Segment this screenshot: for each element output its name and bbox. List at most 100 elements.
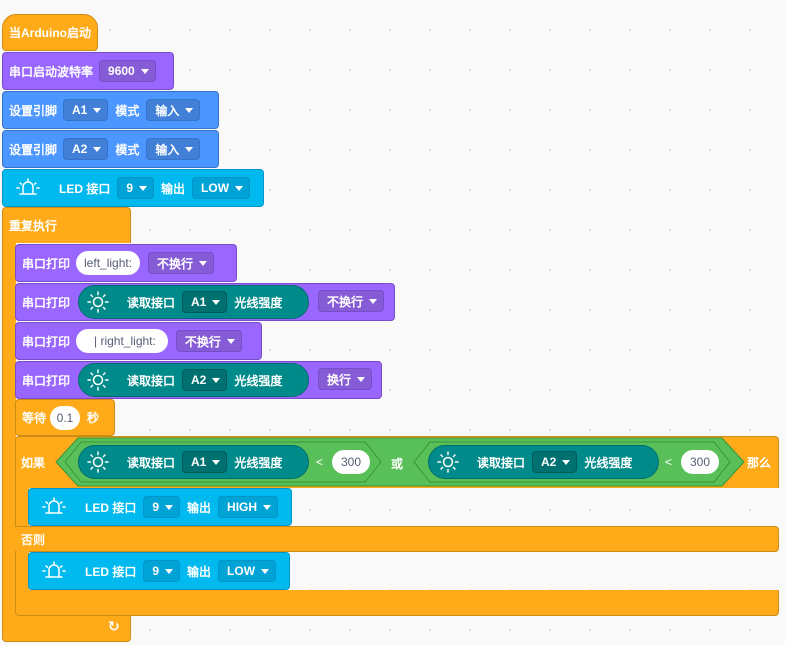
read-pin-label: 读取接口 bbox=[127, 295, 176, 310]
led-lamp-icon bbox=[15, 177, 41, 199]
wait-seconds-input[interactable]: 0.1 bbox=[50, 405, 81, 430]
led-output-block[interactable]: LED 接口 9 输出 LOW bbox=[2, 169, 264, 207]
newline-dropdown[interactable]: 不换行 bbox=[318, 290, 385, 312]
when-arduino-starts-hat[interactable]: 当Arduino启动 bbox=[2, 14, 98, 51]
or-label: 或 bbox=[391, 457, 404, 471]
mode-label: 模式 bbox=[115, 103, 140, 118]
pin-dropdown[interactable]: A2 bbox=[63, 138, 109, 160]
mode-label: 模式 bbox=[115, 142, 140, 157]
chevron-down-icon bbox=[226, 338, 235, 344]
light-sensor-reporter[interactable]: 读取接口 A2 光线强度 bbox=[78, 363, 309, 397]
serial-print-block[interactable]: 串口打印 | right_light: 不换行 bbox=[15, 322, 262, 360]
chevron-down-icon bbox=[185, 146, 194, 152]
light-intensity-label: 光线强度 bbox=[584, 455, 633, 470]
chevron-down-icon bbox=[165, 504, 174, 510]
mode-dropdown[interactable]: 输入 bbox=[146, 138, 201, 160]
threshold-input[interactable]: 300 bbox=[681, 450, 719, 474]
chevron-down-icon bbox=[139, 185, 148, 191]
set-pin-label: 设置引脚 bbox=[9, 103, 58, 118]
sensor-pin-dropdown[interactable]: A1 bbox=[182, 451, 228, 473]
sun-icon bbox=[85, 291, 111, 313]
else-divider bbox=[15, 526, 779, 552]
light-intensity-label: 光线强度 bbox=[234, 373, 283, 388]
chevron-down-icon bbox=[93, 146, 102, 152]
chevron-down-icon bbox=[261, 568, 270, 574]
forever-loop-arm bbox=[2, 242, 16, 614]
print-text-input[interactable]: | right_light: bbox=[76, 329, 168, 353]
led-label: LED 接口 bbox=[85, 500, 137, 515]
output-label: 输出 bbox=[161, 181, 186, 196]
led-output-block[interactable]: LED 接口 9 输出 HIGH bbox=[28, 488, 292, 526]
threshold-input[interactable]: 300 bbox=[332, 450, 370, 474]
newline-dropdown[interactable]: 不换行 bbox=[175, 330, 242, 352]
wait-block[interactable]: 等待 0.1 秒 bbox=[15, 399, 115, 436]
led-pin-dropdown[interactable]: 9 bbox=[143, 496, 181, 518]
if-arm-lower bbox=[15, 551, 29, 591]
led-output-block[interactable]: LED 接口 9 输出 LOW bbox=[28, 552, 290, 590]
chevron-down-icon bbox=[562, 459, 571, 465]
chevron-down-icon bbox=[185, 107, 194, 113]
or-label-wrap: 或 bbox=[391, 455, 403, 472]
led-level-dropdown[interactable]: LOW bbox=[192, 177, 251, 199]
if-label: 如果 bbox=[21, 456, 46, 470]
pin-dropdown[interactable]: A1 bbox=[63, 99, 109, 121]
then-label: 那么 bbox=[747, 456, 772, 470]
else-label-wrap: 否则 bbox=[21, 531, 45, 548]
forever-loop-label-wrap: 重复执行 bbox=[9, 216, 57, 234]
sun-icon bbox=[435, 451, 461, 473]
sensor-pin-dropdown[interactable]: A2 bbox=[532, 451, 578, 473]
hat-label: 当Arduino启动 bbox=[9, 26, 91, 40]
then-label-wrap: 那么 bbox=[747, 454, 771, 471]
newline-dropdown[interactable]: 换行 bbox=[318, 368, 373, 390]
if-arm-upper bbox=[15, 487, 29, 527]
light-sensor-reporter[interactable]: 读取接口 A1 光线强度 bbox=[78, 285, 309, 319]
led-level-dropdown[interactable]: LOW bbox=[218, 560, 277, 582]
serial-begin-block[interactable]: 串口启动波特率 9600 bbox=[2, 52, 174, 90]
led-label: LED 接口 bbox=[85, 564, 137, 579]
print-text-input[interactable]: left_light: bbox=[76, 251, 141, 275]
newline-dropdown-wrap: 换行 bbox=[315, 368, 375, 390]
chevron-down-icon bbox=[357, 376, 366, 382]
seconds-label: 秒 bbox=[87, 411, 100, 425]
forever-loop-label: 重复执行 bbox=[9, 218, 58, 233]
mode-dropdown[interactable]: 输入 bbox=[146, 99, 201, 121]
forever-loop-top[interactable] bbox=[2, 207, 131, 243]
output-label: 输出 bbox=[187, 564, 212, 579]
sensor-pin-dropdown[interactable]: A2 bbox=[182, 369, 228, 391]
forever-loop-bottom[interactable] bbox=[2, 614, 131, 642]
led-lamp-icon bbox=[41, 560, 67, 582]
else-label: 否则 bbox=[21, 533, 46, 547]
chevron-down-icon bbox=[199, 260, 208, 266]
newline-dropdown-wrap: 不换行 bbox=[315, 290, 387, 312]
chevron-down-icon bbox=[212, 377, 221, 383]
light-intensity-label: 光线强度 bbox=[234, 455, 283, 470]
led-pin-dropdown[interactable]: 9 bbox=[143, 560, 181, 582]
baud-rate-dropdown[interactable]: 9600 bbox=[99, 60, 156, 82]
chevron-down-icon bbox=[263, 504, 272, 510]
led-label: LED 接口 bbox=[59, 181, 111, 196]
serial-print-block[interactable]: 串口打印 left_light: 不换行 bbox=[15, 244, 237, 282]
chevron-down-icon bbox=[140, 68, 149, 74]
sun-icon bbox=[85, 369, 111, 391]
newline-dropdown[interactable]: 不换行 bbox=[148, 252, 215, 274]
light-sensor-reporter[interactable]: 读取接口 A1 光线强度 bbox=[78, 445, 309, 479]
threshold-wrap: 300 bbox=[678, 450, 722, 474]
loop-arrow-icon: ↻ bbox=[108, 618, 120, 634]
light-intensity-label: 光线强度 bbox=[234, 295, 283, 310]
serial-print-label: 串口打印 bbox=[22, 295, 71, 310]
serial-print-label: 串口打印 bbox=[22, 334, 71, 349]
set-pin-mode-block[interactable]: 设置引脚 A1 模式 输入 bbox=[2, 91, 219, 129]
set-pin-label: 设置引脚 bbox=[9, 142, 58, 157]
chevron-down-icon bbox=[235, 185, 244, 191]
read-pin-label: 读取接口 bbox=[477, 455, 526, 470]
serial-begin-label: 串口启动波特率 bbox=[9, 64, 94, 79]
serial-print-label: 串口打印 bbox=[22, 256, 71, 271]
read-pin-label: 读取接口 bbox=[127, 373, 176, 388]
led-pin-dropdown[interactable]: 9 bbox=[117, 177, 155, 199]
sensor-pin-dropdown[interactable]: A1 bbox=[182, 291, 228, 313]
chevron-down-icon bbox=[212, 459, 221, 465]
led-level-dropdown[interactable]: HIGH bbox=[218, 496, 279, 518]
set-pin-mode-block[interactable]: 设置引脚 A2 模式 输入 bbox=[2, 130, 219, 168]
light-sensor-reporter[interactable]: 读取接口 A2 光线强度 bbox=[428, 445, 659, 479]
read-pin-label: 读取接口 bbox=[127, 455, 176, 470]
